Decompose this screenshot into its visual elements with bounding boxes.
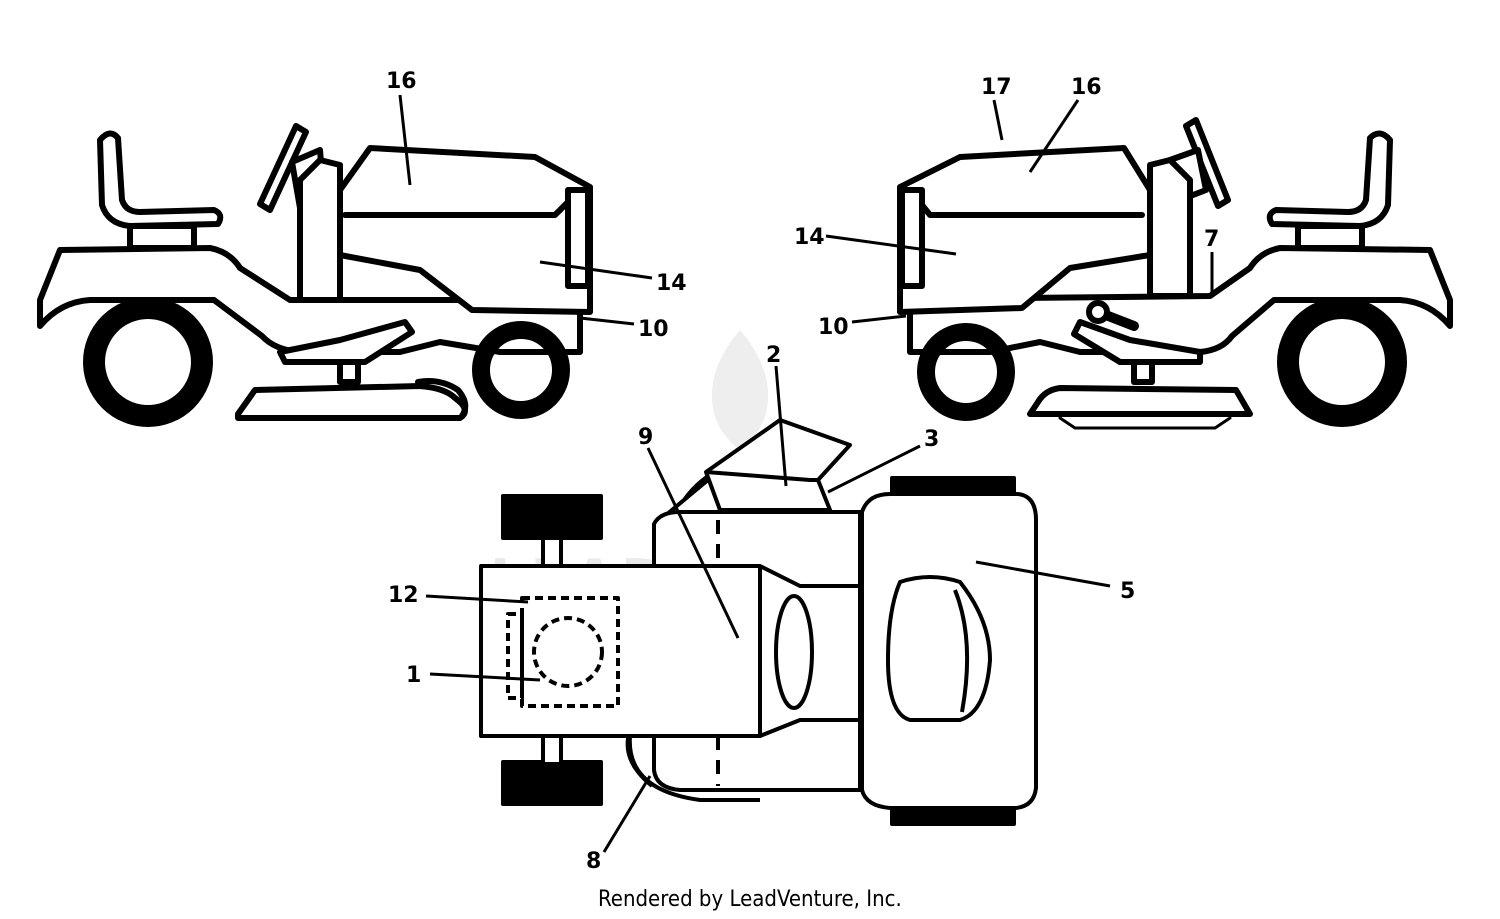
callouts-right: 17 16 14 7 10 bbox=[794, 75, 1219, 340]
leader-17-right bbox=[992, 99, 1004, 141]
callout-7-right: 7 bbox=[1204, 227, 1219, 252]
hood-right bbox=[897, 145, 1153, 315]
leaders-right bbox=[825, 99, 1214, 324]
tractor-left-side-view bbox=[37, 123, 593, 427]
seat-right bbox=[1266, 130, 1393, 229]
steering-wheel-right bbox=[1183, 117, 1231, 209]
rear-wheel-right bbox=[1277, 297, 1407, 427]
steering-wheel-left bbox=[257, 123, 309, 213]
leader-9-top bbox=[646, 447, 740, 639]
callout-16-right: 16 bbox=[1071, 75, 1102, 100]
leader-5-top bbox=[975, 560, 1111, 588]
shift-knob-right bbox=[1086, 300, 1110, 324]
footrest-left bbox=[277, 319, 415, 365]
chute-lip bbox=[705, 470, 818, 482]
leader-10-left bbox=[579, 316, 635, 326]
seat-back-top bbox=[953, 589, 970, 713]
leader-16-left bbox=[398, 94, 412, 186]
tractor-right-side-view bbox=[897, 117, 1453, 430]
callout-1-top: 1 bbox=[406, 663, 421, 688]
tractor-top-view bbox=[479, 418, 1038, 826]
seat-left bbox=[97, 130, 224, 229]
leaders-top bbox=[425, 365, 1111, 853]
deck-skirt-right bbox=[1058, 416, 1232, 430]
leaders-left bbox=[398, 94, 653, 326]
footrest-right bbox=[1071, 319, 1203, 365]
front-axle-upper bbox=[541, 536, 563, 568]
front-tire-top-lower bbox=[501, 760, 603, 806]
callout-16-left: 16 bbox=[386, 69, 417, 94]
mower-deck-right bbox=[1027, 385, 1253, 417]
grille-left bbox=[565, 187, 591, 289]
callout-10-left: 10 bbox=[638, 317, 669, 342]
credit-text: Rendered by LeadVenture, Inc. bbox=[598, 887, 902, 912]
callout-12-top: 12 bbox=[388, 583, 419, 608]
callout-8-top: 8 bbox=[586, 849, 601, 874]
leader-3-top bbox=[827, 444, 921, 494]
seat-base-right bbox=[1295, 223, 1365, 251]
front-tire-top-upper bbox=[501, 494, 603, 540]
seat-base-left bbox=[127, 223, 197, 251]
deck-post-right bbox=[1131, 359, 1155, 385]
decal-outline-1 bbox=[532, 616, 604, 688]
callout-2-top: 2 bbox=[766, 343, 781, 368]
watermark-flame-icon bbox=[711, 330, 769, 450]
callout-14-left: 14 bbox=[656, 271, 687, 296]
hood-top bbox=[479, 564, 862, 738]
front-wheel-right bbox=[917, 323, 1015, 421]
rear-wheel-left bbox=[83, 297, 213, 427]
steering-wheel-top bbox=[774, 594, 814, 710]
callout-10-right: 10 bbox=[818, 315, 849, 340]
leader-12-top bbox=[425, 594, 529, 604]
callouts-top: 2 9 3 5 12 1 8 bbox=[388, 343, 1135, 874]
callout-17-right: 17 bbox=[981, 75, 1012, 100]
callout-9-top: 9 bbox=[638, 425, 653, 450]
leader-14-right bbox=[825, 234, 957, 256]
leader-8-top bbox=[602, 775, 652, 853]
dash-tower-right bbox=[1147, 157, 1193, 299]
callout-14-right: 14 bbox=[794, 225, 825, 250]
front-axle-lower bbox=[541, 734, 563, 766]
front-wheel-left bbox=[472, 321, 570, 419]
callouts-left: 16 14 10 bbox=[386, 69, 687, 342]
grille-right bbox=[899, 187, 925, 289]
callout-5-top: 5 bbox=[1120, 579, 1135, 604]
dash-tower-left bbox=[297, 157, 343, 303]
leader-14-left bbox=[539, 260, 653, 280]
leader-2-top bbox=[774, 365, 788, 487]
hood-left bbox=[337, 145, 593, 315]
deck-side-bulge bbox=[627, 735, 760, 802]
leader-16-right bbox=[1028, 99, 1080, 173]
leader-1-top bbox=[429, 672, 541, 682]
deck-chute-left bbox=[415, 378, 469, 419]
leader-10-right bbox=[851, 314, 907, 324]
decal-outline-side bbox=[506, 612, 524, 700]
deck-post-left bbox=[337, 359, 361, 385]
callout-3-top: 3 bbox=[924, 427, 939, 452]
mower-deck-left bbox=[235, 383, 468, 421]
